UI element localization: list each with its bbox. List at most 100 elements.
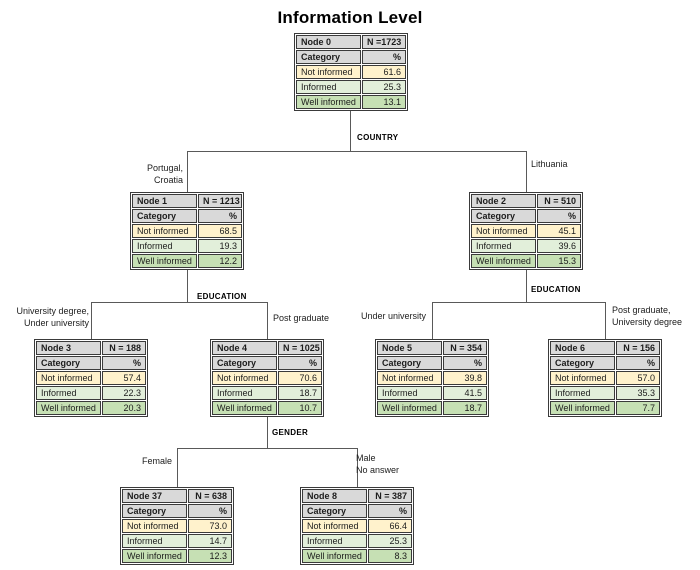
branch-label-male-no-answer: Male No answer (356, 453, 399, 476)
percent-value: 57.0 (616, 371, 660, 385)
percent-value: 35.3 (616, 386, 660, 400)
percent-value: 7.7 (616, 401, 660, 415)
node-id: Node 5 (377, 341, 442, 355)
category-label: Informed (377, 386, 442, 400)
category-label: Not informed (471, 224, 536, 238)
node-id: Node 1 (132, 194, 197, 208)
node-n-count: N = 1025 (278, 341, 322, 355)
connector-education-left-rail (91, 302, 268, 303)
split-label-education-left: EDUCATION (197, 292, 247, 301)
percent-value: 18.7 (278, 386, 322, 400)
category-label: Well informed (132, 254, 197, 268)
category-header: Category (296, 50, 361, 64)
category-label: Well informed (296, 95, 361, 109)
percent-value: 39.6 (537, 239, 581, 253)
percent-header: % (188, 504, 232, 518)
percent-header: % (616, 356, 660, 370)
percent-value: 22.3 (102, 386, 146, 400)
column-header-row: Category% (36, 356, 146, 370)
branch-label-university-degree-under-university: University degree, Under university (9, 306, 89, 329)
category-header: Category (36, 356, 101, 370)
column-header-row: Category% (471, 209, 581, 223)
branch-label-post-graduate: Post graduate (273, 313, 329, 325)
category-label: Well informed (377, 401, 442, 415)
percent-value: 45.1 (537, 224, 581, 238)
branch-label-female: Female (112, 456, 172, 468)
percent-value: 19.3 (198, 239, 242, 253)
branch-label-line: Lithuania (531, 159, 568, 169)
node-n-count: N = 188 (102, 341, 146, 355)
category-header: Category (212, 356, 277, 370)
category-header: Category (132, 209, 197, 223)
branch-label-under-university: Under university (346, 311, 426, 323)
chart-title: Information Level (277, 8, 423, 27)
node-id: Node 8 (302, 489, 367, 503)
category-header: Category (550, 356, 615, 370)
category-header: Category (471, 209, 536, 223)
category-label: Informed (212, 386, 277, 400)
category-label: Not informed (550, 371, 615, 385)
branch-label-line: Croatia (153, 174, 183, 185)
branch-label-line: Female (141, 456, 172, 466)
percent-value: 14.7 (188, 534, 232, 548)
category-header: Category (377, 356, 442, 370)
percent-value: 15.3 (537, 254, 581, 268)
category-label: Well informed (36, 401, 101, 415)
connector-node4-stem (267, 417, 268, 448)
percent-value: 70.6 (278, 371, 322, 385)
connector-gender-right-drop (357, 448, 358, 487)
connector-education-right-rail (432, 302, 606, 303)
percent-value: 73.0 (188, 519, 232, 533)
percent-value: 12.2 (198, 254, 242, 268)
branch-label-line: No answer (356, 464, 400, 475)
percent-value: 39.8 (443, 371, 487, 385)
category-header: Category (302, 504, 367, 518)
percent-header: % (368, 504, 412, 518)
branch-label-line: Portugal, (146, 163, 183, 173)
category-label: Not informed (377, 371, 442, 385)
category-label: Well informed (122, 549, 187, 563)
branch-label-line: Under university (23, 317, 89, 328)
percent-value: 12.3 (188, 549, 232, 563)
category-label: Informed (132, 239, 197, 253)
percent-value: 66.4 (368, 519, 412, 533)
node-n-count: N = 387 (368, 489, 412, 503)
node-n-count: N = 156 (616, 341, 660, 355)
category-label: Informed (122, 534, 187, 548)
split-label-country: COUNTRY (357, 133, 399, 142)
column-header-row: Category% (550, 356, 660, 370)
percent-header: % (537, 209, 581, 223)
connector-node1-stem (187, 270, 188, 302)
node-id: Node 2 (471, 194, 536, 208)
node-n-count: N = 1213 (198, 194, 242, 208)
category-label: Not informed (212, 371, 277, 385)
node-id: Node 0 (296, 35, 361, 49)
category-label: Informed (302, 534, 367, 548)
category-label: Well informed (212, 401, 277, 415)
branch-label-line: University degree (612, 316, 683, 327)
branch-label-post-graduate-university-degree: Post graduate, University degree (612, 305, 682, 328)
node-id: Node 6 (550, 341, 615, 355)
node-n-count: N = 510 (537, 194, 581, 208)
percent-value: 8.3 (368, 549, 412, 563)
category-label: Informed (36, 386, 101, 400)
